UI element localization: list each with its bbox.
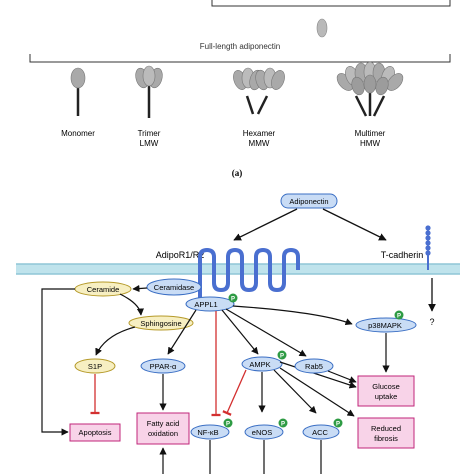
trimer-shape xyxy=(135,65,163,118)
globular-domain-shape xyxy=(316,18,328,38)
fao-label-line1: Fatty acid xyxy=(147,419,180,428)
acc-phospho-label: P xyxy=(336,422,340,428)
arrow-adiponectin-to-tcadherin xyxy=(322,208,387,241)
nfkb-node xyxy=(190,424,230,440)
arrow-sphingosine-to-s1p xyxy=(95,326,136,356)
ceramide-label: Ceramide xyxy=(87,285,120,294)
reduced-fibrosis-node xyxy=(357,417,415,449)
glucose-uptake-label-line2: uptake xyxy=(375,392,398,401)
apoptosis-label: Apoptosis xyxy=(79,428,112,437)
arrow-appl1-to-ppar xyxy=(167,309,197,355)
p38mapk-node xyxy=(355,317,417,333)
acc-label: ACC xyxy=(312,428,328,437)
arrow-ampk-to-glucose-uptake xyxy=(279,361,357,389)
arrow-ceramidase-to-ceramide xyxy=(132,284,148,293)
fatty-acid-oxidation-node xyxy=(136,412,190,445)
ampk-phospho-label: P xyxy=(280,354,284,360)
rab5-node xyxy=(294,358,334,374)
monomer-shape xyxy=(70,67,86,116)
ceramidase-node xyxy=(146,278,202,296)
hexamer-label: Hexamer xyxy=(243,129,276,138)
arrow-ceramide-to-apoptosis xyxy=(41,288,75,436)
monomer-label: Monomer xyxy=(61,129,95,138)
sphingosine-label: Sphingosine xyxy=(140,319,181,328)
panel-b: Adiponectin AdipoR1/R2 T-cadherin ? Cera… xyxy=(16,193,460,474)
inhibit-ampk-nfkb xyxy=(222,369,247,416)
multimer-size-label: HMW xyxy=(360,139,380,148)
unknown-pathway-label: ? xyxy=(429,317,434,327)
reduced-fibrosis-label-line1: Reduced xyxy=(371,424,401,433)
glucose-uptake-node xyxy=(357,375,415,407)
arrow-ceramide-to-sphingosine xyxy=(119,293,144,316)
fao-label-line2: oxidation xyxy=(148,429,178,438)
p38mapk-phospho-icon xyxy=(394,310,404,320)
ampk-phospho-icon xyxy=(277,350,287,360)
acc-node xyxy=(302,424,340,440)
multimer-shape xyxy=(336,61,404,117)
trimer-label: Trimer xyxy=(138,129,161,138)
panel-a: Full-length adiponectin xyxy=(29,0,451,178)
trimer-size-label: LMW xyxy=(140,139,159,148)
p38mapk-phospho-label: P xyxy=(397,314,401,320)
adipor-receptor-shape xyxy=(198,248,300,300)
arrow-ampk-to-reduced-fibrosis xyxy=(279,367,355,417)
ppar-alpha-label: PPAR-α xyxy=(150,362,177,371)
ppar-alpha-node xyxy=(140,358,186,374)
arrow-appl1-to-p38mapk xyxy=(232,305,353,326)
reduced-fibrosis-label-line2: fibrosis xyxy=(374,434,398,443)
appl1-node xyxy=(185,296,235,312)
panel-a-caption: (a) xyxy=(232,168,243,178)
sphingosine-node xyxy=(128,315,194,331)
arrow-adiponectin-to-receptor xyxy=(233,208,298,241)
adiponectin-label: Adiponectin xyxy=(289,197,328,206)
ampk-node xyxy=(241,356,283,372)
enos-node xyxy=(244,424,284,440)
nfkb-label: NF-κB xyxy=(197,428,218,437)
hexamer-size-label: MMW xyxy=(249,139,270,148)
top-bracket xyxy=(211,0,451,7)
rab5-label: Rab5 xyxy=(305,362,323,371)
adiponectin-node xyxy=(280,193,338,209)
nfkb-phospho-icon xyxy=(223,418,233,428)
nfkb-phospho-label: P xyxy=(226,422,230,428)
arrow-rab5-to-glucose-uptake xyxy=(327,370,357,383)
enos-phospho-label: P xyxy=(281,422,285,428)
appl1-phospho-label: P xyxy=(231,297,235,303)
arrow-appl1-to-ampk xyxy=(221,309,259,355)
multimer-label: Multimer xyxy=(355,129,386,138)
appl1-label: APPL1 xyxy=(194,300,217,309)
full-length-bracket xyxy=(29,54,451,63)
ceramidase-label: Ceramidase xyxy=(154,283,194,292)
s1p-node xyxy=(74,358,116,374)
cell-membrane xyxy=(16,263,460,275)
arrow-ampk-to-acc xyxy=(273,369,317,414)
tcadherin-label: T-cadherin xyxy=(381,250,424,260)
appl1-phospho-icon xyxy=(228,293,238,303)
acc-phospho-icon xyxy=(333,418,343,428)
hexamer-shape xyxy=(233,67,285,115)
receptor-label: AdipoR1/R2 xyxy=(156,250,205,260)
p38mapk-label: p38MAPK xyxy=(368,321,402,330)
glucose-uptake-label-line1: Glucose xyxy=(372,382,400,391)
full-length-label: Full-length adiponectin xyxy=(200,42,281,51)
enos-label: eNOS xyxy=(252,428,272,437)
arrow-appl1-to-rab5 xyxy=(225,308,307,357)
tcadherin-shape xyxy=(425,225,431,270)
apoptosis-node xyxy=(69,423,121,442)
s1p-label: S1P xyxy=(88,362,102,371)
enos-phospho-icon xyxy=(278,418,288,428)
ampk-label: AMPK xyxy=(249,360,270,369)
